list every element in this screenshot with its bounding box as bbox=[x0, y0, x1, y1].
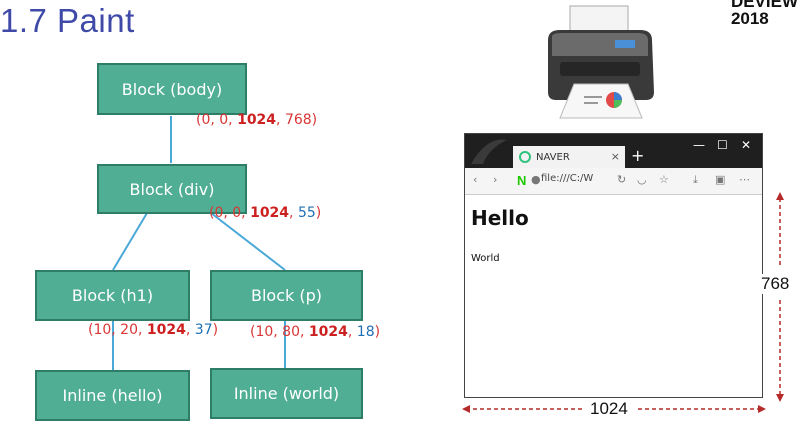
width-label: 1024 bbox=[590, 399, 628, 419]
shield-icon[interactable]: ◡ bbox=[637, 173, 647, 186]
tree-edges bbox=[112, 116, 286, 370]
node-label: Block (p) bbox=[251, 286, 322, 305]
edge-div-h1 bbox=[112, 212, 148, 271]
coord-body: (0, 0, 1024, 768) bbox=[196, 112, 317, 128]
node-block-h1: Block (h1) bbox=[35, 270, 190, 321]
close-window-button[interactable]: ✕ bbox=[741, 138, 752, 152]
coord-height: 37 bbox=[194, 322, 213, 338]
node-inline-hello: Inline (hello) bbox=[35, 370, 190, 421]
node-block-div: Block (div) bbox=[97, 164, 247, 214]
height-label: 768 bbox=[761, 274, 790, 294]
naver-favicon-icon bbox=[519, 151, 531, 163]
download-icon[interactable]: ⤓ bbox=[693, 173, 698, 186]
more-icon[interactable]: ⋯ bbox=[739, 173, 750, 186]
node-label: Block (h1) bbox=[71, 286, 154, 305]
browser-logo-icon bbox=[471, 139, 507, 164]
node-block-p: Block (p) bbox=[210, 270, 363, 321]
back-icon[interactable]: ‹ bbox=[473, 173, 478, 186]
minimize-button[interactable]: — bbox=[693, 138, 705, 152]
page-paragraph: World bbox=[471, 253, 500, 264]
tab-label: NAVER bbox=[536, 151, 570, 163]
address-bar[interactable]: file:///C:/W bbox=[541, 173, 594, 184]
coord-div: (0, 0, 1024, 55) bbox=[209, 205, 321, 221]
coord-part: ) bbox=[374, 324, 381, 340]
browser-tab[interactable]: NAVER × bbox=[513, 146, 625, 168]
forward-icon[interactable]: › bbox=[493, 173, 498, 186]
node-label: Block (body) bbox=[121, 79, 223, 99]
browser-tab-bar: NAVER × + — ☐ ✕ bbox=[465, 134, 762, 168]
coord-h1: (10, 20, 1024, 37) bbox=[88, 322, 218, 338]
event-logo: DEVIEW 2018 bbox=[731, 0, 798, 27]
node-label: Block (div) bbox=[129, 179, 215, 199]
coord-part: , bbox=[289, 205, 298, 221]
capture-icon[interactable]: ▣ bbox=[715, 173, 726, 186]
coord-height: 18 bbox=[356, 324, 375, 340]
logo-line2: 2018 bbox=[730, 9, 769, 28]
coord-width: 1024 bbox=[237, 112, 277, 128]
logo-line1: DEVIEW bbox=[730, 0, 798, 11]
slide-title: 1.7 Paint bbox=[0, 2, 135, 39]
coord-width: 1024 bbox=[308, 324, 348, 340]
browser-toolbar: ‹ › N ● file:///C:/W ↻ ◡ ☆ ⤓ ▣ ⋯ bbox=[465, 168, 762, 195]
coord-part: , bbox=[347, 324, 357, 340]
dimension-arrows bbox=[466, 198, 781, 410]
coord-part: , bbox=[185, 322, 195, 338]
coord-part: (10, 20, bbox=[88, 322, 147, 338]
coord-part: (0, 0, bbox=[196, 112, 238, 128]
maximize-button[interactable]: ☐ bbox=[717, 138, 728, 152]
bookmark-star-icon[interactable]: ☆ bbox=[659, 173, 669, 186]
coord-height: 55 bbox=[297, 205, 316, 221]
browser-window: NAVER × + — ☐ ✕ ‹ › N ● file:///C:/W ↻ ◡… bbox=[464, 133, 763, 398]
site-info-icon[interactable]: ● bbox=[531, 173, 541, 186]
tab-close-icon[interactable]: × bbox=[610, 150, 620, 163]
printer-icon bbox=[548, 5, 654, 119]
arrow-heads bbox=[462, 192, 784, 413]
node-label: Inline (hello) bbox=[62, 386, 163, 405]
edge-div-p bbox=[210, 212, 286, 271]
coord-part: ) bbox=[212, 322, 219, 338]
coord-part: , 768) bbox=[276, 112, 318, 128]
coord-width: 1024 bbox=[146, 322, 186, 338]
coord-p: (10, 80, 1024, 18) bbox=[250, 324, 380, 340]
coord-part: ) bbox=[315, 205, 322, 221]
node-label: Inline (world) bbox=[233, 384, 340, 403]
node-block-body: Block (body) bbox=[97, 63, 247, 115]
coord-part: (10, 80, bbox=[250, 324, 309, 340]
new-tab-button[interactable]: + bbox=[631, 146, 645, 165]
coord-width: 1024 bbox=[250, 205, 290, 221]
reload-icon[interactable]: ↻ bbox=[617, 173, 627, 186]
node-inline-world: Inline (world) bbox=[210, 368, 363, 419]
naver-n-icon[interactable]: N bbox=[517, 173, 527, 188]
coord-part: (0, 0, bbox=[209, 205, 251, 221]
page-heading: Hello bbox=[471, 206, 529, 230]
